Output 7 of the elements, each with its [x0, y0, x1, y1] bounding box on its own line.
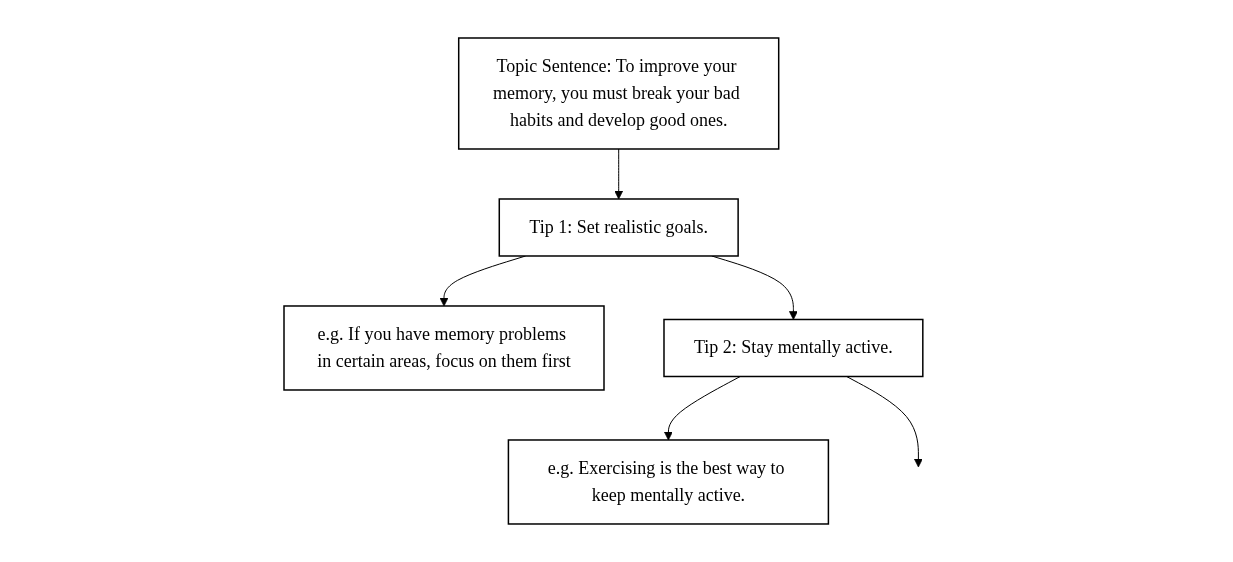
- arrow: [614, 148, 624, 200]
- node-box: Tip 2: Stay mentally active.: [663, 318, 924, 378]
- node-box: e.g. Exercising is the best way to keep mentally active.: [507, 439, 830, 525]
- node-box: e.g. If you have memory problems in certain areas, focus on them first: [283, 305, 606, 391]
- arrow: [846, 376, 924, 468]
- node-box: Topic Sentence: To improve your memory, you must break your bad habits and develop good ones.: [458, 37, 780, 150]
- node-box: Tip 1: Set realistic goals.: [498, 198, 740, 257]
